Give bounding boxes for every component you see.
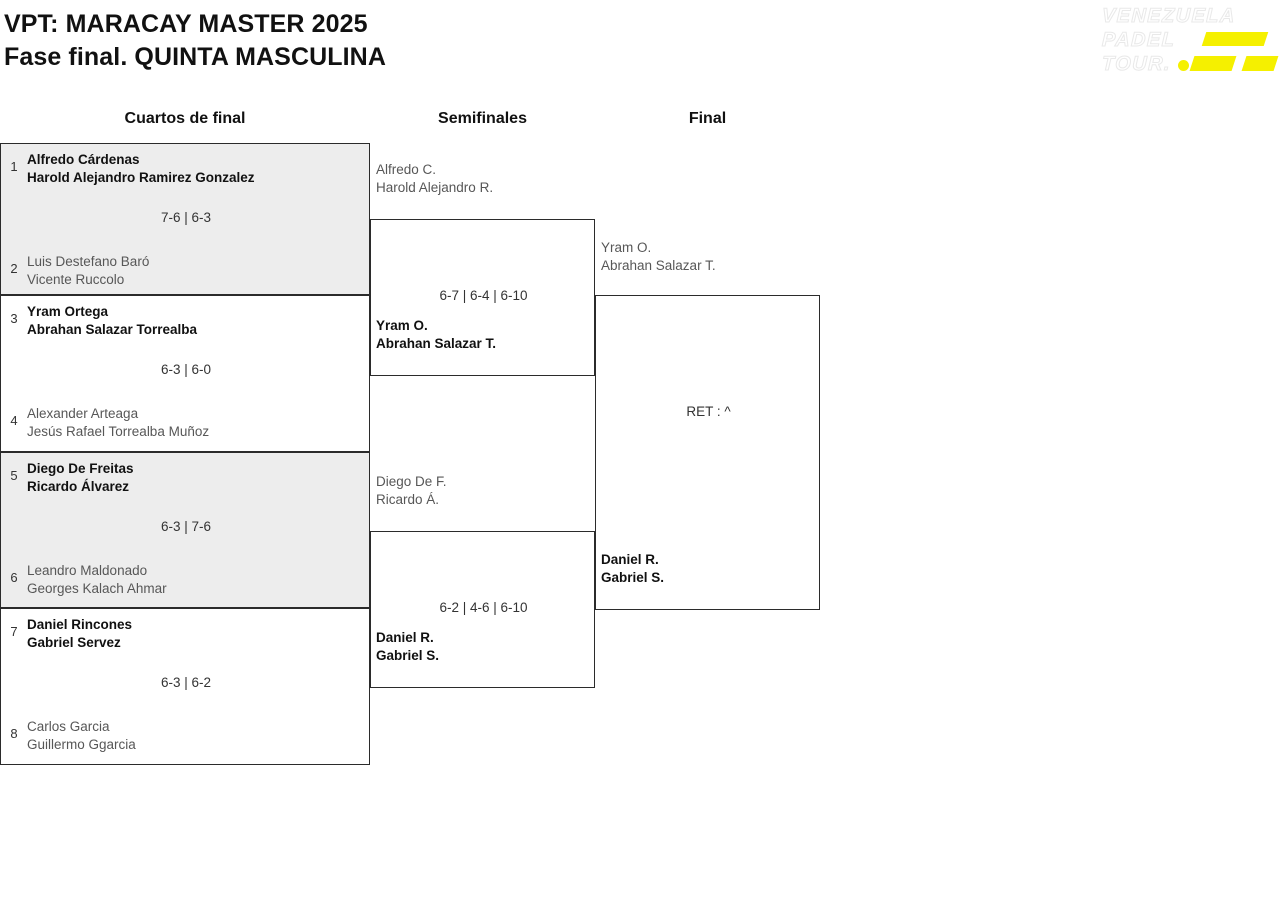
seed-number: 6 bbox=[10, 570, 18, 585]
final-top-team[interactable]: Yram O. Abrahan Salazar T. bbox=[601, 239, 716, 275]
team-entry[interactable]: Luis Destefano Baró Vicente Ruccolo bbox=[27, 253, 149, 289]
player-name: Harold Alejandro Ramirez Gonzalez bbox=[27, 170, 255, 185]
team-entry[interactable]: Leandro Maldonado Georges Kalach Ahmar bbox=[27, 562, 167, 598]
player-name: Diego De F. bbox=[376, 474, 447, 489]
player-name: Luis Destefano Baró bbox=[27, 254, 150, 269]
match-score: 6-3 | 6-0 bbox=[160, 362, 212, 377]
player-name: Harold Alejandro R. bbox=[376, 180, 494, 195]
team-entry[interactable]: Diego De Freitas Ricardo Álvarez bbox=[27, 460, 134, 496]
logo-accent-dot-icon bbox=[1178, 60, 1189, 71]
match-score: 6-7 | 6-4 | 6-10 bbox=[439, 288, 528, 303]
player-name: Gabriel S. bbox=[376, 648, 440, 663]
match-quarterfinal-4[interactable]: 7 Daniel Rincones Gabriel Servez 6-3 | 6… bbox=[0, 608, 370, 765]
player-name: Carlos Garcia bbox=[27, 719, 110, 734]
seed-number: 5 bbox=[10, 468, 18, 483]
round-header-semifinals: Semifinales bbox=[438, 110, 527, 127]
team-entry[interactable]: Daniel Rincones Gabriel Servez bbox=[27, 616, 132, 652]
seed-number: 4 bbox=[10, 413, 18, 428]
team-entry[interactable]: Alexander Arteaga Jesús Rafael Torrealba… bbox=[27, 405, 209, 441]
match-quarterfinal-3[interactable]: 5 Diego De Freitas Ricardo Álvarez 6-3 |… bbox=[0, 452, 370, 608]
seed-number: 3 bbox=[10, 311, 18, 326]
semifinal-1-bottom-team[interactable]: Yram O. Abrahan Salazar T. bbox=[376, 317, 496, 353]
team-entry[interactable]: Alfredo Cárdenas Harold Alejandro Ramire… bbox=[27, 151, 255, 187]
player-name: Alfredo Cárdenas bbox=[27, 152, 140, 167]
round-header-final: Final bbox=[688, 110, 727, 127]
player-name: Alfredo C. bbox=[376, 162, 437, 177]
player-name: Daniel R. bbox=[376, 630, 434, 645]
match-semifinal-1[interactable]: 6-7 | 6-4 | 6-10 bbox=[370, 219, 595, 376]
match-score: 7-6 | 6-3 bbox=[160, 210, 212, 225]
player-name: Abrahan Salazar T. bbox=[601, 258, 716, 273]
player-name: Diego De Freitas bbox=[27, 461, 134, 476]
player-name: Jesús Rafael Torrealba Muñoz bbox=[27, 424, 210, 439]
tournament-subtitle: Fase final. QUINTA MASCULINA bbox=[4, 43, 386, 71]
match-quarterfinal-2[interactable]: 3 Yram Ortega Abrahan Salazar Torrealba … bbox=[0, 295, 370, 452]
player-name: Alexander Arteaga bbox=[27, 406, 139, 421]
match-final[interactable]: RET : ^ bbox=[595, 295, 820, 610]
player-name: Gabriel Servez bbox=[27, 635, 121, 650]
match-quarterfinal-1[interactable]: 1 Alfredo Cárdenas Harold Alejandro Rami… bbox=[0, 143, 370, 295]
match-semifinal-2[interactable]: 6-2 | 4-6 | 6-10 bbox=[370, 531, 595, 688]
player-name: Leandro Maldonado bbox=[27, 563, 148, 578]
page-header: VPT: MARACAY MASTER 2025 Fase final. QUI… bbox=[0, 0, 1280, 92]
player-name: Abrahan Salazar T. bbox=[376, 336, 497, 351]
seed-number: 1 bbox=[10, 159, 18, 174]
seed-number: 8 bbox=[10, 726, 18, 741]
player-name: Abrahan Salazar Torrealba bbox=[27, 322, 198, 337]
round-header-quarterfinals: Cuartos de final bbox=[124, 110, 246, 127]
player-name: Guillermo Ggarcia bbox=[27, 737, 136, 752]
player-name: Daniel R. bbox=[601, 552, 659, 567]
player-name: Georges Kalach Ahmar bbox=[27, 581, 167, 596]
player-name: Yram Ortega bbox=[27, 304, 109, 319]
match-score: 6-2 | 4-6 | 6-10 bbox=[439, 600, 528, 615]
seed-number: 7 bbox=[10, 624, 18, 639]
player-name: Gabriel S. bbox=[601, 570, 665, 585]
venezuela-padel-tour-logo: VENEZUELA PADEL TOUR. bbox=[1100, 4, 1279, 80]
team-entry[interactable]: Carlos Garcia Guillermo Ggarcia bbox=[27, 718, 136, 754]
player-name: Yram O. bbox=[376, 318, 428, 333]
player-name: Vicente Ruccolo bbox=[27, 272, 125, 287]
player-name: Ricardo Á. bbox=[376, 492, 440, 507]
page-title: VPT: MARACAY MASTER 2025 Fase final. QUI… bbox=[4, 8, 386, 74]
semifinal-2-top-team[interactable]: Diego De F. Ricardo Á. bbox=[376, 473, 447, 509]
tournament-title: VPT: MARACAY MASTER 2025 bbox=[4, 10, 368, 38]
player-name: Daniel Rincones bbox=[27, 617, 133, 632]
semifinal-1-top-team[interactable]: Alfredo C. Harold Alejandro R. bbox=[376, 161, 493, 197]
seed-number: 2 bbox=[10, 261, 18, 276]
match-score: 6-3 | 7-6 bbox=[160, 519, 212, 534]
semifinal-2-bottom-team[interactable]: Daniel R. Gabriel S. bbox=[376, 629, 439, 665]
match-score: 6-3 | 6-2 bbox=[160, 675, 212, 690]
final-bottom-team[interactable]: Daniel R. Gabriel S. bbox=[601, 551, 664, 587]
team-entry[interactable]: Yram Ortega Abrahan Salazar Torrealba bbox=[27, 303, 197, 339]
player-name: Yram O. bbox=[601, 240, 652, 255]
player-name: Ricardo Álvarez bbox=[27, 479, 130, 494]
match-score: RET : ^ bbox=[686, 404, 731, 419]
